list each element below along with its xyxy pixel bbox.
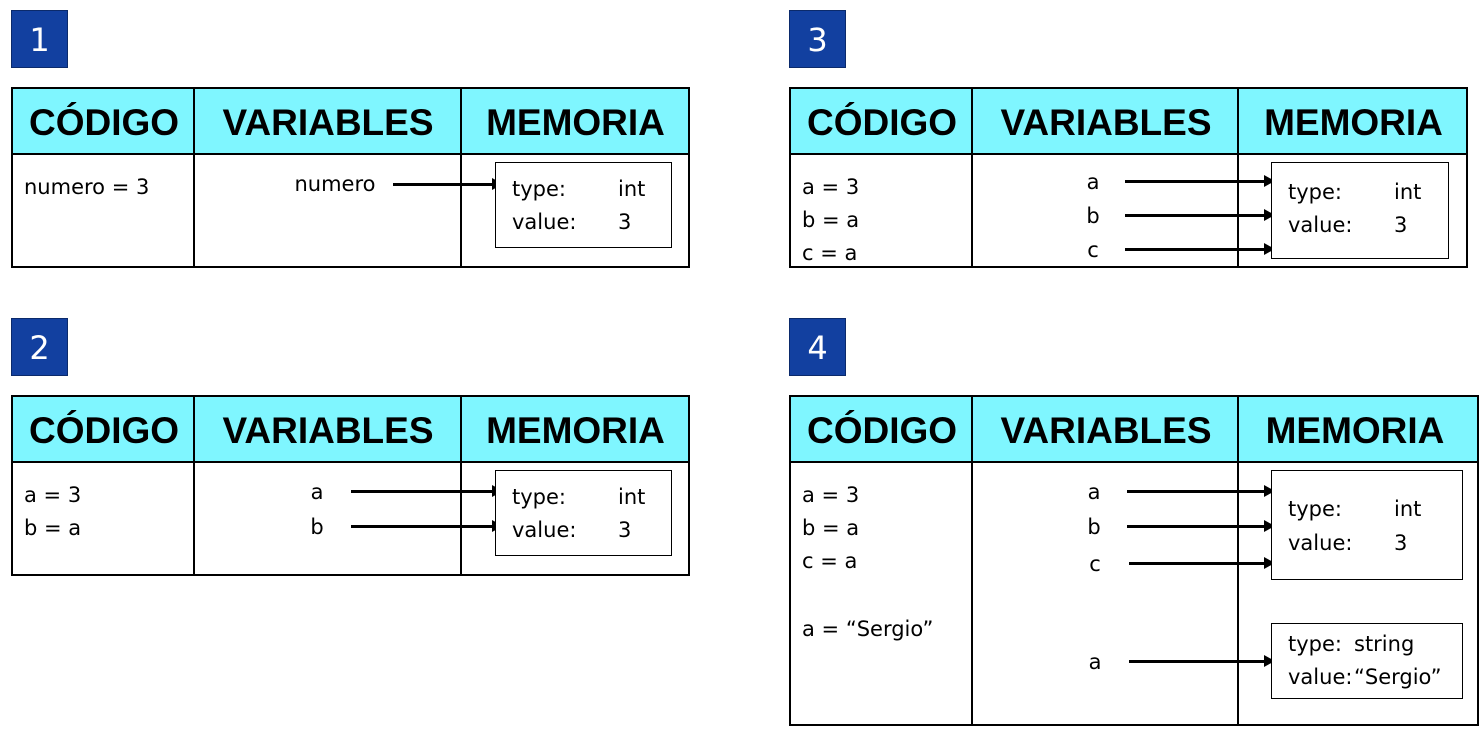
value-label: value:	[1288, 213, 1353, 237]
table-header: CÓDIGO VARIABLES MEMORIA	[13, 397, 688, 463]
column-divider	[971, 397, 973, 724]
type-row: type:	[1288, 180, 1342, 204]
column-divider	[460, 397, 462, 574]
variable-name: b	[310, 515, 324, 539]
header-memoria: MEMORIA	[1264, 102, 1443, 143]
header-codigo: CÓDIGO	[28, 410, 180, 451]
code-line: a = 3	[802, 175, 860, 199]
type-row: type:	[512, 485, 566, 509]
reference-arrow	[1129, 655, 1275, 667]
code-line: c = a	[802, 549, 858, 573]
header-variables: VARIABLES	[1000, 102, 1212, 143]
table-header: CÓDIGO VARIABLES MEMORIA	[791, 89, 1466, 155]
value-value: “Sergio”	[1354, 665, 1442, 689]
type-value: int	[1394, 180, 1422, 204]
reference-arrow	[1129, 557, 1275, 569]
header-memoria: MEMORIA	[486, 102, 665, 143]
header-codigo: CÓDIGO	[806, 410, 958, 451]
memory-table-2: CÓDIGO VARIABLES MEMORIA a = 3 b = a a b…	[11, 395, 690, 576]
type-value: string	[1354, 632, 1415, 656]
reference-arrow	[393, 178, 503, 190]
code-line: a = “Sergio”	[802, 617, 934, 641]
column-divider	[1237, 89, 1239, 266]
reference-arrow	[351, 520, 503, 532]
value-label: value:	[512, 210, 577, 234]
variable-name: a	[310, 480, 324, 504]
variable-name: b	[1087, 515, 1101, 539]
value-row: value:	[1288, 531, 1352, 555]
type-label: type:	[512, 177, 566, 201]
header-variables: VARIABLES	[222, 410, 434, 451]
value-label: value:	[512, 518, 577, 542]
table-header: CÓDIGO VARIABLES MEMORIA	[791, 397, 1477, 463]
code-line: b = a	[24, 516, 82, 540]
header-memoria: MEMORIA	[1265, 410, 1445, 451]
type-row: type:	[1288, 497, 1342, 521]
code-line: b = a	[802, 208, 860, 232]
memory-table-3: CÓDIGO VARIABLES MEMORIA a = 3 b = a c =…	[789, 87, 1468, 268]
code-line: a = 3	[802, 483, 860, 507]
column-divider	[1237, 397, 1239, 724]
reference-arrow	[1125, 243, 1275, 255]
header-variables: VARIABLES	[222, 102, 434, 143]
memory-table-1: CÓDIGO VARIABLES MEMORIA numero = 3 nume…	[11, 87, 690, 268]
column-divider	[193, 397, 195, 574]
type-value: int	[1394, 497, 1422, 521]
value-value: 3	[618, 210, 632, 234]
column-divider	[460, 89, 462, 266]
variable-name: a	[1088, 650, 1102, 674]
memory-object: type: int value: 3	[495, 162, 672, 248]
variable-name: b	[1086, 204, 1100, 228]
reference-arrow	[1127, 520, 1275, 532]
variable-name: c	[1087, 238, 1099, 262]
value-row: value:	[1288, 665, 1352, 689]
step-badge-2: 2	[11, 318, 68, 376]
type-row: type:	[512, 177, 566, 201]
step-badge-3: 3	[789, 10, 846, 68]
column-divider	[193, 89, 195, 266]
variable-name: c	[1089, 552, 1101, 576]
type-label: type:	[512, 485, 566, 509]
header-memoria: MEMORIA	[486, 410, 665, 451]
header-codigo: CÓDIGO	[28, 102, 180, 143]
type-value: int	[618, 485, 646, 509]
header-variables: VARIABLES	[1000, 410, 1212, 451]
memory-object: type: int value: 3	[1271, 162, 1449, 259]
code-line: c = a	[802, 241, 858, 265]
step-badge-4: 4	[789, 318, 846, 376]
step-badge-1: 1	[11, 10, 68, 68]
memory-table-4: CÓDIGO VARIABLES MEMORIA a = 3 b = a c =…	[789, 395, 1479, 726]
variable-name: a	[1087, 480, 1101, 504]
header-codigo: CÓDIGO	[806, 102, 958, 143]
table-header: CÓDIGO VARIABLES MEMORIA	[13, 89, 688, 155]
memory-object: type: string value: “Sergio”	[1271, 623, 1463, 699]
type-value: int	[618, 177, 646, 201]
value-value: 3	[1394, 213, 1408, 237]
reference-arrow	[1125, 209, 1275, 221]
value-label: value:	[1288, 531, 1353, 555]
type-label: type:	[1288, 497, 1342, 521]
value-label: value:	[1288, 665, 1353, 689]
variable-name: a	[1086, 170, 1100, 194]
memory-object: type: int value: 3	[1271, 470, 1463, 580]
type-row: type:	[1288, 632, 1342, 656]
code-line: b = a	[802, 516, 860, 540]
code-line: a = 3	[24, 483, 82, 507]
value-value: 3	[1394, 531, 1408, 555]
value-row: value:	[1288, 213, 1352, 237]
reference-arrow	[1125, 175, 1275, 187]
memory-object: type: int value: 3	[495, 470, 672, 556]
column-divider	[971, 89, 973, 266]
type-label: type:	[1288, 632, 1342, 656]
variable-name: numero	[294, 172, 376, 196]
value-row: value:	[512, 210, 576, 234]
type-label: type:	[1288, 180, 1342, 204]
value-value: 3	[618, 518, 632, 542]
code-line: numero = 3	[24, 175, 150, 199]
reference-arrow	[1127, 485, 1275, 497]
reference-arrow	[351, 485, 503, 497]
value-row: value:	[512, 518, 576, 542]
